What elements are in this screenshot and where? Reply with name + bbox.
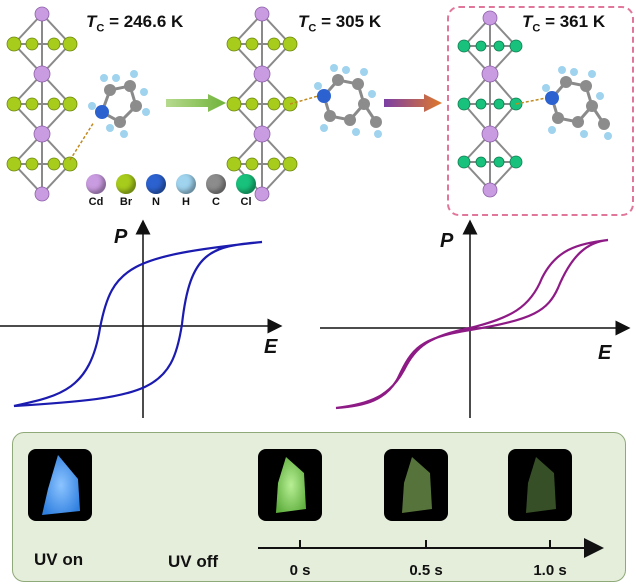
hysteresis-loop-right [320, 219, 631, 418]
green-glow-crystal-icon [276, 457, 306, 513]
cl-atom-icon [236, 174, 256, 194]
highlight-dashed-box [447, 6, 634, 216]
e-label-right: E [598, 342, 612, 364]
methylpiperidinium-cation-2 [515, 66, 612, 140]
structure-1-diagram [6, 6, 150, 202]
tc-symbol-1: T [86, 12, 97, 31]
legend-label-c: C [212, 196, 220, 208]
legend-item-h: H [174, 174, 198, 208]
crystal-1.0s-image [508, 449, 572, 521]
uv-on-label: UV on [34, 550, 84, 569]
legend-item-c: C [204, 174, 228, 208]
tc-value-3: = 361 K [545, 12, 606, 31]
legend-label-cd: Cd [88, 196, 104, 208]
legend-item-cd: Cd [84, 174, 108, 208]
legend-label-n: N [152, 196, 160, 208]
br-atom-icon [116, 174, 136, 194]
pyrrolidinium-cation [69, 70, 150, 161]
cdcl-chain [457, 10, 523, 198]
legend-label-br: Br [119, 196, 133, 208]
tc-label-2: TC = 305 K [298, 12, 381, 34]
e-label-left: E [264, 336, 278, 358]
time-label-0s: 0 s [289, 562, 311, 579]
tc-subscript-3: C [532, 22, 541, 35]
cdbr-chain-1 [6, 6, 78, 202]
tc-label-1: TC = 246.6 K [86, 12, 183, 34]
tc-symbol-2: T [298, 12, 309, 31]
legend-label-h: H [182, 196, 190, 208]
crystal-0s-image [258, 449, 322, 521]
tc-subscript-1: C [96, 22, 105, 35]
legend-item-cl: Cl [234, 174, 258, 208]
cd-atom-icon [86, 174, 106, 194]
ferroelectric-loop [13, 240, 263, 408]
time-axis [258, 538, 604, 558]
dim-glow-crystal-icon [402, 457, 432, 513]
tc-subscript-2: C [308, 22, 317, 35]
crystal-0.5s-image [384, 449, 448, 521]
structure-3-diagram [457, 10, 612, 198]
tc-symbol-3: T [522, 12, 533, 31]
orange-arrow [384, 94, 442, 112]
p-label-right: P [440, 230, 454, 252]
methylpiperidinium-cation-1 [289, 64, 382, 138]
legend-item-br: Br [114, 174, 138, 208]
uv-off-label: UV off [168, 552, 219, 571]
legend-item-n: N [144, 174, 168, 208]
time-label-0.5s: 0.5 s [409, 562, 443, 579]
blue-crystal-icon [42, 455, 80, 515]
h-atom-icon [176, 174, 196, 194]
faint-glow-crystal-icon [526, 457, 556, 513]
legend-label-cl: Cl [240, 196, 252, 208]
n-atom-icon [146, 174, 166, 194]
double-hysteresis-loop [335, 238, 609, 410]
crystal-uv-on-image [28, 449, 92, 521]
green-arrow [166, 94, 226, 112]
c-atom-icon [206, 174, 226, 194]
cdbr-chain-2 [226, 6, 298, 202]
tc-label-3: TC = 361 K [522, 12, 605, 34]
structure-2-diagram [226, 6, 382, 202]
tc-value-2: = 305 K [321, 12, 382, 31]
tc-value-1: = 246.6 K [109, 12, 184, 31]
time-label-1.0s: 1.0 s [533, 562, 567, 579]
hysteresis-loop-left [0, 219, 283, 418]
p-label-left: P [114, 226, 128, 248]
